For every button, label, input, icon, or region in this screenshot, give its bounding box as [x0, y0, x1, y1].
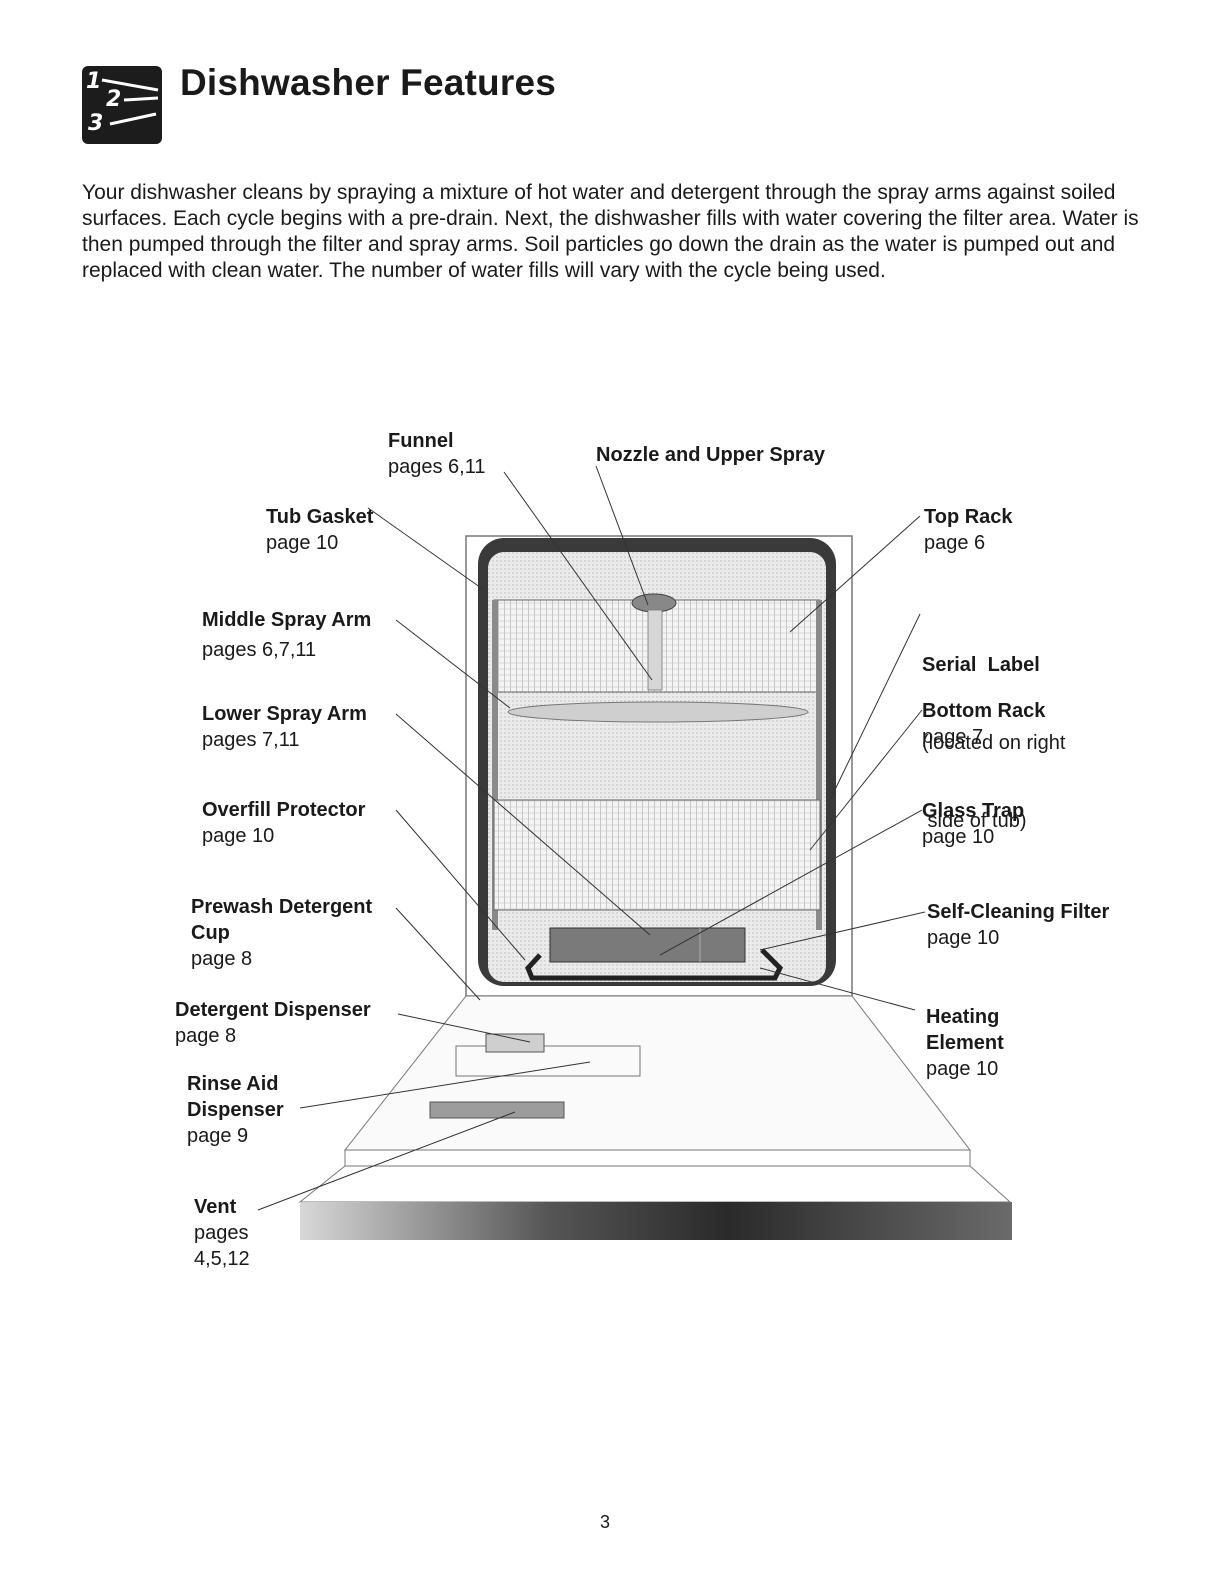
filter-area	[549, 927, 746, 963]
numbered-steps-icon: 1 2 3	[82, 66, 162, 144]
svg-text:3: 3	[88, 111, 103, 136]
label-detergent-dispenser: Detergent Dispenser page 8	[175, 999, 371, 1047]
label-funnel: Funnel pages 6,11	[388, 430, 486, 478]
control-bar	[300, 1202, 1012, 1240]
label-bottom-rack: Bottom Rack page 7	[922, 700, 1046, 748]
vent-shape	[429, 1101, 565, 1119]
label-nozzle-upper-spray: Nozzle and Upper Spray	[596, 444, 825, 466]
page-number: 3	[599, 1512, 610, 1532]
svg-text:2: 2	[106, 87, 121, 112]
label-vent: Vent pages 4,5,12	[194, 1196, 250, 1270]
open-door	[343, 995, 972, 1151]
label-overfill-protector: Overfill Protector page 10	[202, 799, 366, 847]
label-tub-gasket: Tub Gasket page 10	[266, 506, 374, 554]
middle-spray-arm-shape	[507, 701, 809, 723]
svg-text:1: 1	[86, 69, 101, 94]
leader-lines	[257, 465, 926, 1211]
heating-element-shape	[525, 948, 784, 981]
label-top-rack: Top Rack page 6	[924, 506, 1013, 554]
label-glass-trap: Glass Trap page 10	[922, 800, 1025, 848]
funnel-shape	[631, 593, 677, 613]
label-middle-spray-arm: Middle Spray Arm pages 6,7,11	[202, 609, 372, 661]
label-rinse-aid-dispenser: Rinse Aid Dispenser page 9	[187, 1073, 284, 1147]
label-serial-label: Serial Label (located on right side of t…	[922, 654, 1066, 832]
label-heating-element: Heating Element page 10	[926, 1006, 1004, 1080]
label-lower-spray-arm: Lower Spray Arm pages 7,11	[202, 703, 367, 751]
label-prewash-detergent-cup: Prewash Detergent Cup page 8	[191, 896, 373, 970]
bottom-rack-shape	[493, 799, 821, 911]
detergent-dispenser-shape	[455, 1045, 641, 1077]
label-self-cleaning-filter: Self-Cleaning Filter page 10	[927, 901, 1110, 949]
page-title: Dishwasher Features	[180, 62, 557, 103]
intro-paragraph: Your dishwasher cleans by spraying a mix…	[82, 181, 1139, 282]
nozzle-tube	[647, 609, 663, 691]
